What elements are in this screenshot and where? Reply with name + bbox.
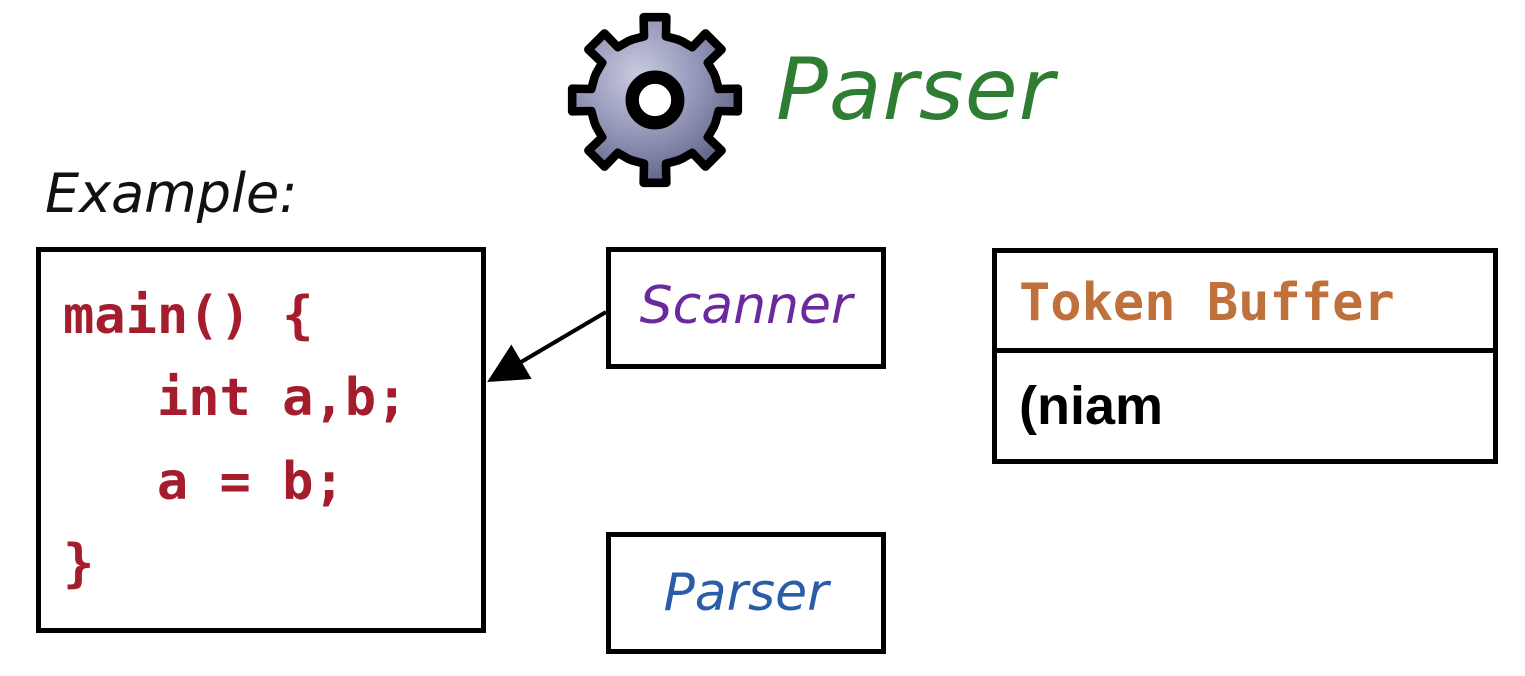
arrow-line (487, 310, 608, 383)
code-example-box: main() { int a,b; a = b; } (36, 247, 486, 633)
example-label: Example: (45, 162, 298, 225)
code-line: } (63, 534, 95, 594)
code-line: int a,b; (63, 368, 408, 428)
scanner-label: Scanner (639, 276, 853, 336)
token-buffer-header: Token Buffer (997, 253, 1493, 353)
code-line: main() { (63, 286, 314, 346)
diagram-title: Parser (776, 40, 1055, 140)
code-line: a = b; (63, 452, 345, 512)
parser-box: Parser (606, 532, 886, 654)
token-buffer-title: Token Buffer (1019, 273, 1395, 333)
token-buffer-box: Token Buffer (niam (992, 248, 1498, 464)
parser-label: Parser (663, 563, 829, 623)
scanner-box: Scanner (606, 247, 886, 369)
token-buffer-content: (niam (1019, 376, 1164, 436)
gear-icon (567, 12, 743, 188)
